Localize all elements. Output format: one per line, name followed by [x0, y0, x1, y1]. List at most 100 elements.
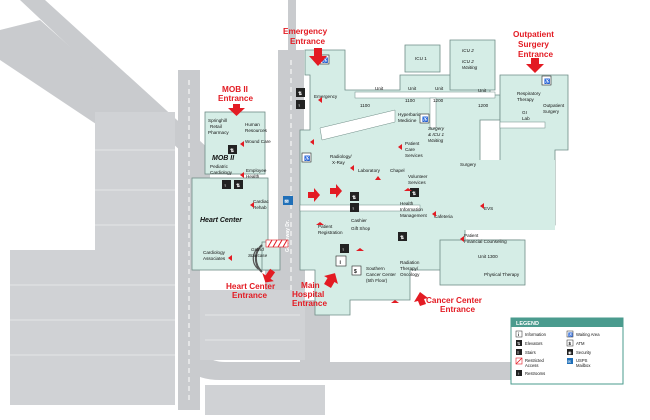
- mailbox-icon: ✉: [283, 196, 293, 205]
- room-label: Pharmacy: [208, 130, 229, 135]
- svg-text:Entrance: Entrance: [218, 94, 253, 103]
- restricted-icon: [515, 357, 523, 365]
- room-label: Cardiac: [253, 199, 270, 204]
- room-label: Care: [405, 147, 415, 152]
- legend-item: ♀ Restrooms: [516, 370, 545, 376]
- room-label: Springhill: [208, 118, 227, 123]
- room-label: Patient: [405, 141, 420, 146]
- restricted-stripe: [265, 239, 289, 248]
- room-label: Volunteer: [408, 174, 428, 179]
- restroom-icon: ♀: [516, 370, 522, 376]
- entrance-arrow-icon: [228, 104, 245, 116]
- legend-item: ✉ USPS Mailbox: [567, 358, 591, 368]
- entrance-emergency[interactable]: Emergency Entrance: [283, 27, 328, 66]
- svg-text:Emergency: Emergency: [283, 27, 328, 36]
- entrance-mob2[interactable]: MOB II Entrance: [218, 85, 253, 116]
- direction-arrow-icon: [330, 184, 342, 198]
- room-label: Management: [400, 213, 428, 218]
- entrance-outpatient-surgery[interactable]: Outpatient Surgery Entrance: [513, 30, 554, 73]
- svg-text:Security: Security: [576, 350, 592, 355]
- legend-item: i Information: [515, 330, 547, 338]
- parking-lots: [10, 112, 325, 415]
- svg-text:⇅: ⇅: [352, 194, 357, 201]
- svg-text:Information: Information: [525, 332, 547, 337]
- svg-text:♿: ♿: [422, 116, 428, 123]
- waiting-area-icon: ♿: [566, 330, 574, 338]
- room-label: Emergency: [314, 94, 338, 99]
- svg-text:Entrance: Entrance: [440, 305, 475, 314]
- entrance-main-hospital[interactable]: Main Hospital Entrance: [292, 269, 342, 308]
- room-label: Associates: [203, 256, 226, 261]
- room-label: 1200: [433, 98, 444, 103]
- elevator-icon: ⇅: [398, 232, 407, 241]
- room-label: Cardiology: [203, 250, 226, 255]
- room-label: Medicine: [398, 118, 417, 123]
- svg-text:USPS: USPS: [576, 358, 588, 363]
- svg-text:$: $: [569, 341, 572, 346]
- room-label: Surgery: [543, 109, 560, 114]
- svg-text:⇅: ⇅: [412, 190, 417, 197]
- svg-text:Heart Center: Heart Center: [226, 282, 276, 291]
- svg-text:Main: Main: [301, 281, 320, 290]
- svg-text:⇅: ⇅: [298, 90, 303, 97]
- elevator-icon: ⇅: [516, 340, 522, 346]
- atm-icon: $: [566, 339, 574, 347]
- security-icon: ◉: [567, 349, 573, 355]
- svg-text:Entrance: Entrance: [292, 299, 327, 308]
- room-label: Radiation: [400, 260, 420, 265]
- svg-text:MOB II: MOB II: [222, 85, 248, 94]
- room-label: Chapel: [390, 168, 405, 173]
- room-label: ICU 2: [462, 59, 474, 64]
- legend-item: ⇅ Elevators: [516, 340, 542, 346]
- entrance-arrow-icon: [262, 268, 276, 283]
- room-label: ICU 2: [462, 48, 474, 53]
- room-label: Southern: [366, 266, 385, 271]
- waiting-area-icon: ♿: [301, 152, 312, 163]
- room-label: Gift Shop: [351, 226, 371, 231]
- svg-text:ATM: ATM: [576, 341, 585, 346]
- svg-text:Waiting Area: Waiting Area: [576, 332, 600, 337]
- room-label: Unit: [408, 86, 417, 91]
- room-labels: ICU 1 ICU 2 ICU 2 Waiting Unit Unit Unit…: [203, 48, 565, 283]
- room-label: GI: [522, 110, 527, 115]
- room-label: Patient: [318, 224, 333, 229]
- entrance-heart-center[interactable]: Heart Center Entrance: [226, 266, 278, 300]
- room-label: 1100: [405, 98, 415, 103]
- entrance-arrow-icon: [526, 58, 544, 73]
- svg-text:i: i: [340, 260, 342, 266]
- room-label: Cardiology: [210, 170, 233, 175]
- room-label: Health: [246, 174, 260, 179]
- elevator-icon: ⇅: [234, 180, 243, 189]
- legend-item: ◉ Security: [567, 349, 592, 355]
- legend-item: ♿ Waiting Area: [566, 330, 600, 338]
- restroom-icon: ♀: [350, 203, 359, 212]
- grand-staircase: [252, 244, 263, 273]
- info-icon: i: [515, 330, 523, 338]
- room-label: & ICU 1: [428, 132, 445, 137]
- corridors: [299, 91, 546, 212]
- room-label: EVS: [484, 206, 493, 211]
- room-label: Patient: [464, 233, 479, 238]
- restroom-icon: ♀: [340, 244, 349, 253]
- svg-text:⇅: ⇅: [236, 182, 241, 189]
- room-label: Surgery: [460, 162, 477, 167]
- room-label: Employee: [246, 168, 267, 173]
- entrance-cancer-center[interactable]: Cancer Center Entrance: [414, 292, 483, 314]
- legend: LEGEND i Information ♿ Waiting Area ⇅ El…: [510, 317, 624, 385]
- room-label: Outpatient: [543, 103, 565, 108]
- room-label: Cafeteria: [434, 214, 453, 219]
- room-label: Retail: [210, 124, 222, 129]
- room-label: Surgery: [428, 126, 445, 131]
- room-label: Unit: [375, 86, 384, 91]
- legend-item: ≡ Stairs: [516, 349, 536, 355]
- room-label: (5th Floor): [366, 278, 388, 283]
- room-label: Registration: [318, 230, 343, 235]
- svg-text:⇅: ⇅: [400, 234, 405, 241]
- atm-icon: $: [351, 265, 362, 276]
- room-label: Cashier: [351, 218, 367, 223]
- svg-text:Entrance: Entrance: [232, 291, 267, 300]
- room-markers: [228, 97, 484, 303]
- room-label: Therapy/: [400, 266, 419, 271]
- svg-text:♀: ♀: [298, 103, 302, 109]
